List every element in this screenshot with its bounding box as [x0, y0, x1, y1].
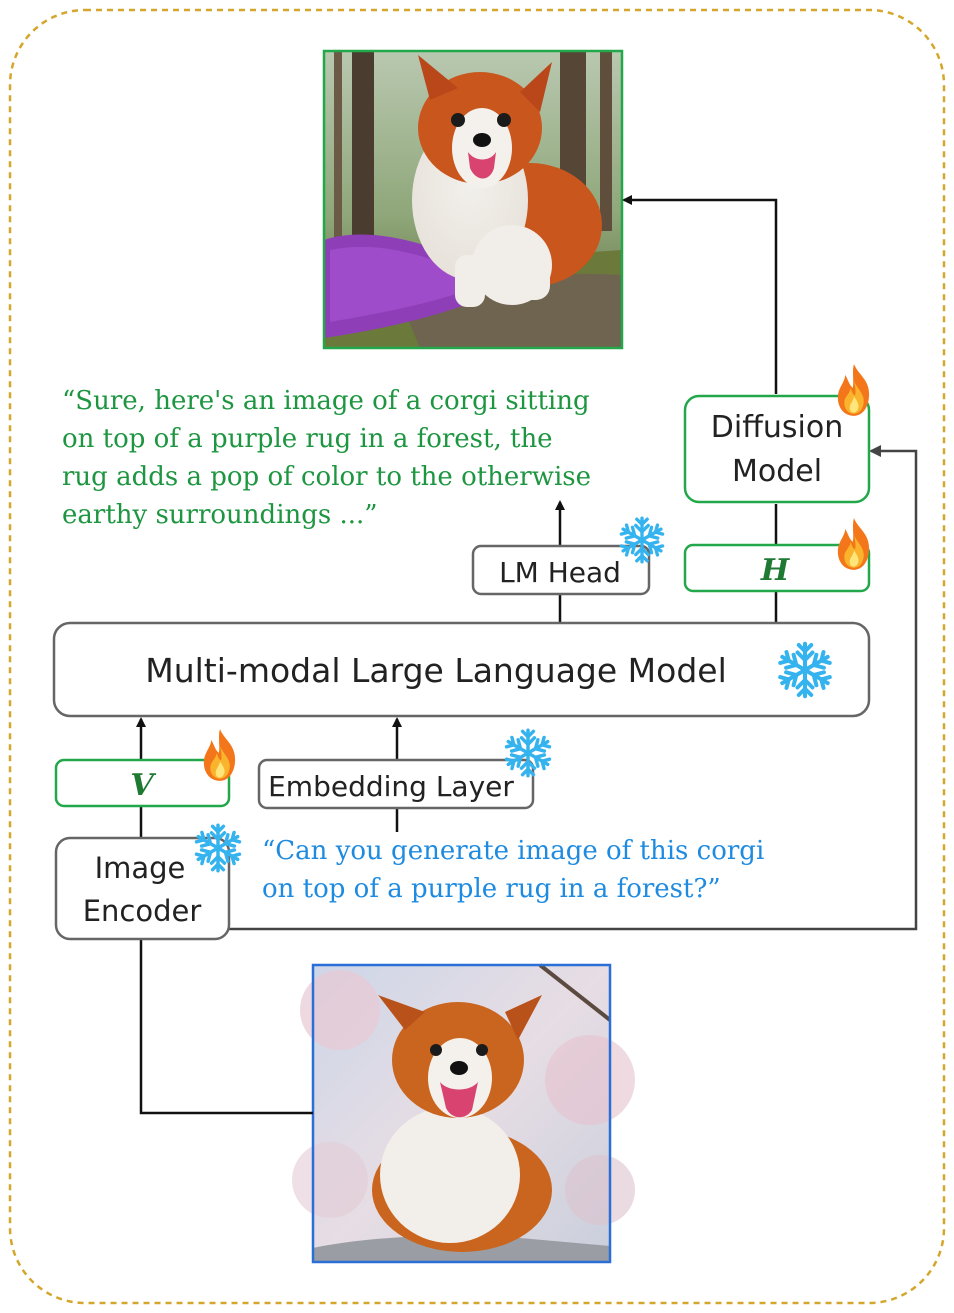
mllm-label: Multi-modal Large Language Model — [145, 651, 727, 690]
diffusion-label-line1: Diffusion — [711, 410, 843, 445]
mllm-box — [52, 621, 871, 718]
encoder-label-line2: Encoder — [83, 894, 202, 928]
flame-icon — [837, 364, 870, 416]
output-text-line: earthy surroundings ...” — [62, 500, 378, 530]
h-label: H — [760, 553, 791, 588]
output-text-line: rug adds a pop of color to the otherwise — [62, 462, 591, 492]
diffusion-label-line2: Model — [732, 454, 822, 489]
arrow-encoder-to-diffusion — [229, 445, 918, 931]
diffusion-model-box — [683, 394, 871, 504]
lm-head-label: LM Head — [499, 556, 621, 589]
output-text-block: “Sure, here's an image of a corgi sittin… — [62, 386, 591, 530]
output-text-line: on top of a purple rug in a forest, the — [62, 424, 553, 454]
v-projection-box — [54, 758, 231, 808]
input-prompt-line: on top of a purple rug in a forest?” — [262, 874, 721, 904]
h-projection-box — [683, 543, 871, 593]
arrow-diffusion-to-output — [622, 195, 778, 394]
image-encoder-box — [54, 836, 231, 941]
output-text-line: “Sure, here's an image of a corgi sittin… — [62, 386, 590, 416]
v-label: V — [130, 768, 156, 803]
input-image — [292, 963, 635, 1262]
lm-head-box — [471, 544, 651, 596]
input-prompt-line: “Can you generate image of this corgi — [262, 836, 764, 866]
output-image — [324, 51, 622, 348]
snowflake-icon — [505, 730, 551, 776]
encoder-label-line1: Image — [95, 851, 186, 885]
outer-frame — [8, 8, 946, 1305]
input-prompt-block: “Can you generate image of this corgi on… — [262, 836, 764, 904]
flame-icon — [203, 729, 236, 781]
snowflake-icon — [620, 518, 664, 562]
embedding-layer-label: Embedding Layer — [268, 770, 514, 803]
embedding-layer-box — [257, 758, 535, 810]
arrow-input-to-encoder — [139, 940, 313, 1115]
flame-icon — [837, 518, 870, 570]
